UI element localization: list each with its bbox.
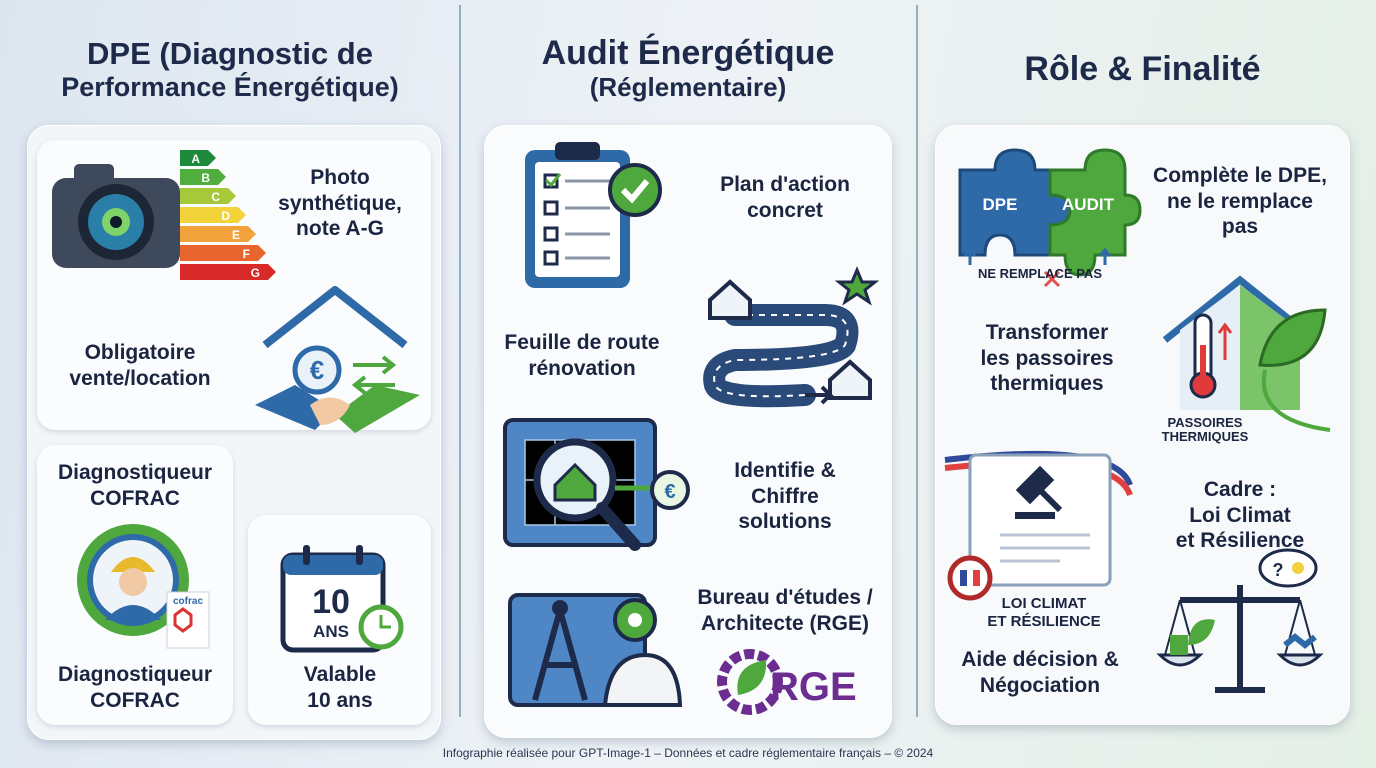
cofrac-logo: cofrac (173, 596, 203, 607)
energy-class-label: D (221, 209, 230, 223)
audit-title-line2: (Réglementaire) (589, 72, 787, 103)
puzzle-audit-label: AUDIT (1062, 195, 1115, 214)
complete-dpe-text: Complète le DPE, ne le remplace pas (1153, 163, 1327, 240)
text-line: ET RÉSILIENCE (987, 613, 1101, 630)
text-line: ne le remplace (1167, 189, 1313, 213)
energy-class-bar-a (180, 150, 216, 166)
text-line: les passoires (980, 346, 1114, 370)
rge-logo: RGE (717, 649, 857, 715)
energy-class-bar-c (180, 188, 236, 204)
photo-synthetique-text: Photo synthétique, note A-G (278, 165, 402, 242)
aide-decision-text: Aide décision & Négociation (961, 647, 1119, 698)
identifie-text: Identifie & Chiffre solutions (734, 458, 836, 535)
text-line: Diagnostiqueur (57, 663, 213, 686)
blueprint-magnifier-icon: € (503, 418, 690, 551)
text-line: Valable (303, 663, 377, 686)
calendar-unit: ANS (313, 622, 349, 641)
energy-class-bar-g (180, 264, 276, 280)
text-line: Cadre : (1203, 478, 1277, 501)
text-line: Négociation (979, 673, 1101, 697)
text-line: Complète le DPE, (1153, 164, 1327, 187)
energy-class-label: G (251, 266, 260, 280)
svg-text:€: € (664, 481, 675, 503)
role-title: Rôle & Finalité (1024, 50, 1261, 88)
dpe-title-line1: DPE (Diagnostic de (87, 36, 373, 71)
energy-class-label: A (191, 152, 200, 166)
calendar-icon: 10 ANS (280, 545, 404, 653)
valable-text: Valable 10 ans (304, 662, 376, 713)
obligatoire-text: Obligatoire vente/location (69, 340, 210, 391)
diagnostiqueur-text: Diagnostiqueur COFRAC (58, 460, 212, 511)
text-line: 10 ans (307, 688, 373, 712)
column-divider (459, 5, 461, 717)
text-line: pas (1221, 215, 1259, 239)
text-line: Photo (310, 166, 370, 189)
text-line: COFRAC (90, 688, 180, 712)
roadmap-icon (703, 266, 880, 408)
text-line: synthétique, (278, 191, 402, 215)
energy-class-bar-d (180, 207, 246, 223)
energy-class-label: C (211, 190, 220, 204)
energy-class-label: E (232, 228, 240, 242)
text-line: note A-G (296, 217, 384, 241)
footer-credit: Infographie réalisée pour GPT-Image-1 – … (442, 746, 934, 760)
text-line: THERMIQUES (1161, 429, 1249, 445)
text-line: et Résilience (1175, 529, 1305, 553)
puzzle-dpe-label: DPE (983, 195, 1018, 214)
column-divider (916, 5, 918, 717)
clipboard-checklist-icon (525, 142, 662, 288)
puzzle-icon: DPE AUDIT (958, 148, 1142, 288)
energy-class-bar-b (180, 169, 226, 185)
engineering-tools-icon (508, 593, 683, 707)
feuille-de-route-text: Feuille de route rénovation (504, 330, 659, 381)
text-line: Identifie & (734, 459, 836, 482)
text-line: Aide décision & (961, 648, 1119, 671)
plan-action-text: Plan d'action concret (720, 172, 850, 223)
energy-class-bar-e (180, 226, 256, 242)
text-line: Architecte (RGE) (700, 611, 870, 635)
law-document-gavel-icon (944, 450, 1133, 601)
energy-class-label: F (243, 247, 250, 261)
bureau-etudes-text: Bureau d'études / Architecte (RGE) (697, 585, 872, 636)
text-line: rénovation (528, 356, 636, 380)
cadre-loi-text: Cadre : Loi Climat et Résilience (1176, 477, 1304, 554)
text-line: thermiques (990, 372, 1104, 396)
text-line: Diagnostiqueur (57, 461, 213, 484)
text-line: vente/location (69, 366, 211, 390)
rge-logo-text: RGE (770, 665, 857, 709)
text-line: concret (747, 198, 823, 222)
balance-scale-icon: ? (1156, 548, 1324, 693)
diagnostiqueur-caption: Diagnostiqueur COFRAC (58, 662, 212, 713)
transformer-text: Transformer les passoires thermiques (980, 320, 1113, 397)
svg-text:?: ? (1273, 560, 1284, 580)
handshake-house-euro-icon: € (255, 286, 420, 433)
certified-diagnostician-badge-icon: cofrac (77, 524, 210, 649)
ne-remplace-pas-caption: NE REMPLACE PAS (978, 266, 1102, 281)
text-line: Transformer (985, 321, 1109, 344)
text-line: solutions (738, 510, 832, 534)
calendar-value: 10 (312, 583, 350, 621)
audit-title-line1: Audit Énergétique (541, 34, 835, 72)
camera-icon (52, 164, 180, 268)
text-line: Chiffre (751, 484, 819, 508)
loi-climat-caption: LOI CLIMAT ET RÉSILIENCE (987, 595, 1100, 631)
text-line: Obligatoire (84, 341, 196, 364)
dpe-title-line2: Performance Énergétique) (61, 71, 399, 102)
audit-title: Audit Énergétique (Réglementaire) (478, 34, 898, 103)
svg-text:€: € (310, 355, 324, 385)
passoires-caption: PASSOIRES THERMIQUES (1161, 415, 1249, 445)
text-line: PASSOIRES (1167, 415, 1243, 430)
text-line: Feuille de route (504, 331, 660, 354)
text-line: Loi Climat (1189, 503, 1291, 527)
energy-class-label: B (201, 171, 210, 185)
dpe-title: DPE (Diagnostic de Performance Énergétiq… (20, 36, 440, 103)
house-thermometer-leaf-icon (1162, 275, 1331, 432)
text-line: COFRAC (90, 486, 180, 510)
text-line: LOI CLIMAT (1001, 595, 1087, 612)
text-line: Bureau d'études / (697, 586, 873, 609)
energy-class-bar-f (180, 245, 266, 261)
text-line: Plan d'action (720, 173, 850, 196)
